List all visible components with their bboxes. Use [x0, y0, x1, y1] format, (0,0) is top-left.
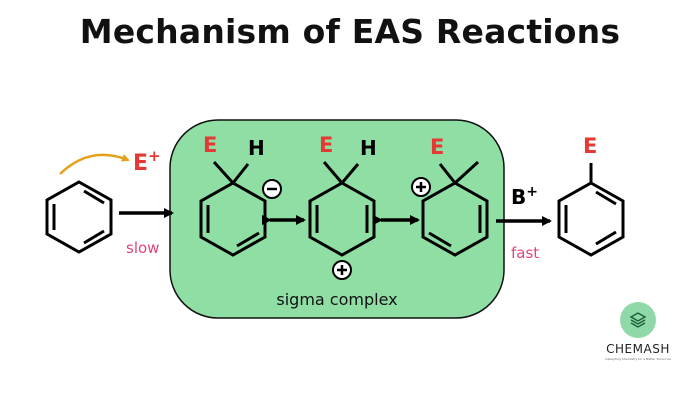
layers-icon [620, 302, 656, 338]
fast-step-label: fast [511, 244, 539, 262]
resonance-structure-1 [199, 160, 267, 257]
positive-charge-icon-2 [411, 177, 431, 197]
electrophile-curved-arrow [59, 153, 130, 175]
sigma-complex-label: sigma complex [276, 290, 397, 309]
chemash-logo: CHEMASH Catalyzing Chemistry for a Bette… [598, 302, 678, 361]
substituent-e-2: E [319, 133, 333, 157]
substituent-e-product: E [583, 134, 597, 158]
substituted-benzene-product [557, 163, 625, 257]
positive-charge-icon-1 [332, 260, 352, 280]
resonance-structure-2 [308, 161, 376, 257]
brand-name: CHEMASH [606, 342, 670, 356]
resonance-structure-3 [421, 160, 489, 257]
benzene-reactant [45, 180, 113, 254]
electrophile-label: E+ [133, 147, 161, 176]
sigma-complex-box [169, 119, 505, 319]
negative-charge-icon [262, 179, 282, 199]
hydrogen-h-1: H [248, 136, 265, 160]
brand-tagline: Catalyzing Chemistry for a Better Tomorr… [605, 357, 671, 361]
page-title: Mechanism of EAS Reactions [79, 12, 621, 51]
base-label: B+ [511, 184, 538, 209]
substituent-e-1: E [203, 133, 217, 157]
slow-step-label: slow [126, 239, 159, 257]
substituent-e-3: E [430, 135, 444, 159]
hydrogen-h-2: H [360, 136, 377, 160]
